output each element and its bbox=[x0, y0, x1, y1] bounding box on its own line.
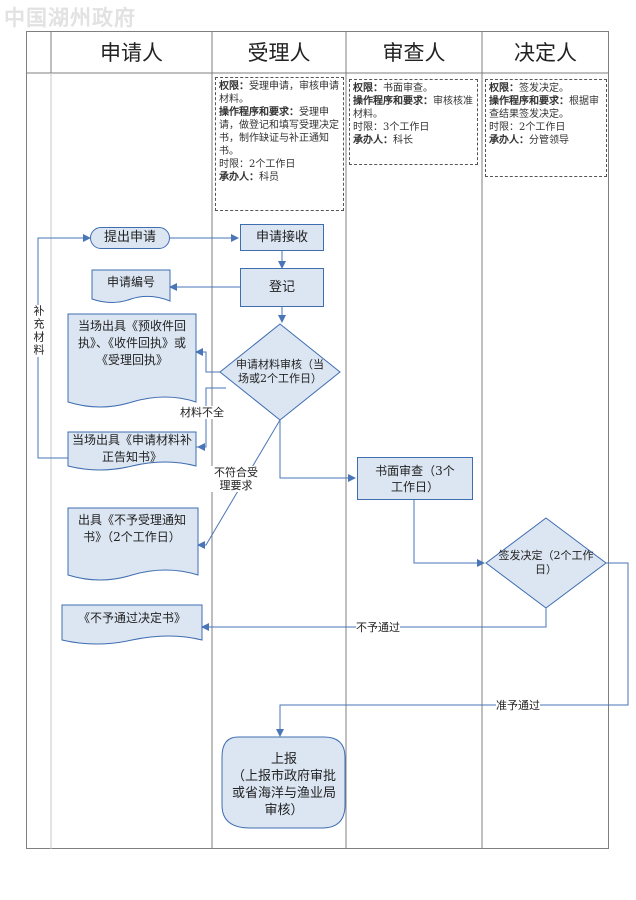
sign-decision-node: 签发决定（2个工作日） bbox=[498, 549, 594, 576]
column-decider: 决定人 bbox=[514, 41, 577, 65]
column-applicant: 申请人 bbox=[100, 41, 163, 65]
reject-accept-notice-node: 出具《不予受理通知书》（2个工作日） bbox=[77, 513, 186, 544]
label-incomplete: 材料不全 bbox=[180, 406, 224, 419]
report-title: 上报 bbox=[270, 752, 297, 767]
note-reviewer: 权限：书面审查。 操作程序和要求：审核核准材料。 时限：3个工作日 承办人：科长 bbox=[349, 79, 478, 165]
report-shape bbox=[221, 736, 346, 829]
reject-decision-node: 《不予通过决定书》 bbox=[77, 611, 186, 625]
label-pass: 准予通过 bbox=[496, 699, 540, 712]
reject-accept-doc-shape bbox=[67, 507, 199, 581]
flowchart-frame bbox=[26, 31, 609, 849]
written-review-node: 书面审查（3个工作日） bbox=[357, 457, 473, 500]
label-not-pass: 不予通过 bbox=[356, 621, 400, 634]
report-detail: （上报市政府审批或省海洋与渔业局审核） bbox=[231, 769, 336, 818]
register-node: 登记 bbox=[240, 268, 324, 307]
report-node: 上报 （上报市政府审批或省海洋与渔业局审核） bbox=[226, 741, 342, 825]
submit-application-node: 提出申请 bbox=[90, 227, 170, 249]
material-check-node: 申请材料审核（当场或2个工作日） bbox=[236, 358, 324, 385]
note-acceptor: 权限：受理申请，审核申请材料。 操作程序和要求：受理申请，做登记和填写受理决定书… bbox=[215, 77, 344, 211]
issue-receipt-node: 当场出具《预收件回执》、《收件回执》或《受理回执》 bbox=[77, 319, 186, 367]
receipt-doc-shape bbox=[67, 313, 197, 408]
supplement-doc-shape bbox=[67, 431, 197, 471]
column-acceptor: 受理人 bbox=[247, 41, 311, 65]
label-not-meet: 不符合受理要求 bbox=[210, 466, 262, 492]
reject-decision-doc-shape bbox=[61, 604, 203, 645]
supplement-notice-node: 当场出具《申请材料补正告知书》 bbox=[71, 433, 192, 464]
label-supplement: 补充材料 bbox=[30, 305, 46, 357]
number-doc-shape bbox=[91, 269, 171, 303]
watermark-logo: 中国湖州政府 bbox=[4, 5, 136, 30]
application-number-node: 申请编号 bbox=[106, 275, 155, 289]
receive-application-node: 申请接收 bbox=[240, 224, 324, 251]
note-decider: 权限：签发决定。 操作程序和要求：根据审查结果签发决定。 时限：2个工作日 承办… bbox=[485, 79, 607, 177]
column-reviewer: 审查人 bbox=[382, 41, 446, 65]
